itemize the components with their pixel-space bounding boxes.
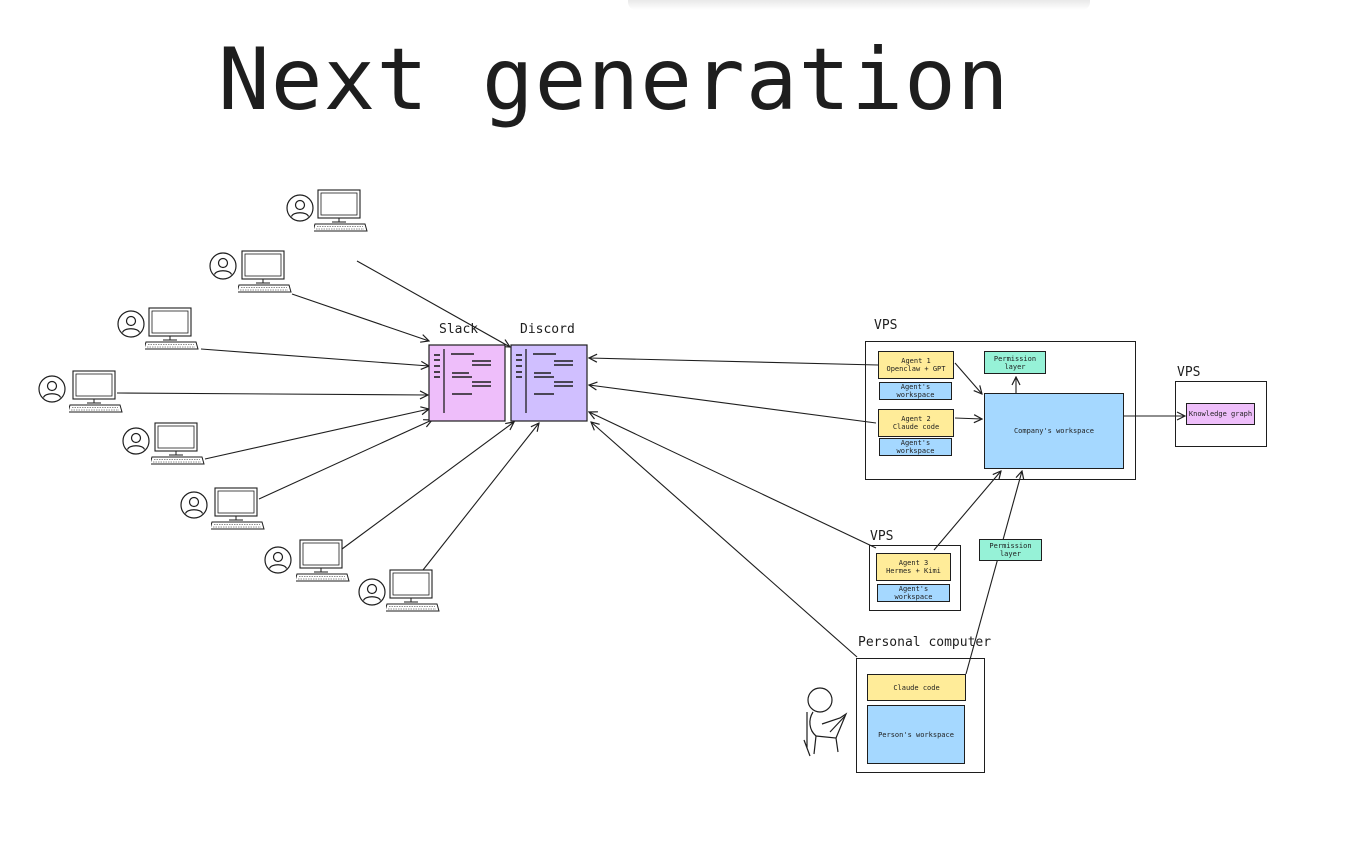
vps-kg-label: VPS (1177, 365, 1201, 380)
arrow (204, 409, 429, 460)
arrow (116, 393, 428, 395)
agent2-box[interactable]: Agent 2 Claude code (878, 409, 954, 437)
agent2-workspace[interactable]: Agent's workspace (879, 438, 952, 456)
computer-icon (211, 487, 265, 530)
arrow (933, 471, 1001, 551)
computer-icon (151, 422, 205, 465)
discord-label: Discord (520, 322, 575, 337)
discord-window[interactable] (510, 344, 588, 422)
permission-layer[interactable]: Permission layer (984, 351, 1046, 374)
computer-icon (386, 569, 440, 612)
arrow (954, 418, 982, 419)
personal-computer-label: Personal computer (858, 635, 992, 650)
company-workspace[interactable]: Company's workspace (984, 393, 1124, 469)
person-workspace[interactable]: Person's workspace (867, 705, 965, 764)
arrow (589, 412, 877, 549)
arrow (589, 358, 879, 366)
agent3-workspace[interactable]: Agent's workspace (877, 584, 950, 602)
arrow (422, 423, 539, 571)
user-icon (122, 427, 150, 455)
knowledge-graph[interactable]: Knowledge graph (1186, 403, 1255, 425)
arrow (341, 422, 514, 550)
user-icon (180, 491, 208, 519)
page-title: Next generation (218, 30, 1010, 130)
vps-agent3-label: VPS (870, 529, 894, 544)
vps-kg-container (1175, 381, 1267, 447)
vps-main-container (865, 341, 1136, 480)
user-icon (286, 194, 314, 222)
computer-icon (296, 539, 350, 582)
agent1-box[interactable]: Agent 1 Openclaw + GPT (878, 351, 954, 379)
top-toolbar-shadow (628, 0, 1090, 10)
computer-icon (238, 250, 292, 293)
claude-code-box[interactable]: Claude code (867, 674, 966, 701)
user-icon (209, 252, 237, 280)
vps-agent3-container (869, 545, 961, 611)
computer-icon (69, 370, 123, 413)
user-icon (38, 375, 66, 403)
arrow (591, 422, 858, 658)
arrow (356, 260, 510, 347)
agent1-workspace[interactable]: Agent's workspace (879, 382, 952, 400)
slack-label: Slack (439, 322, 479, 337)
user-icon (358, 578, 386, 606)
arrow (954, 362, 982, 394)
arrow (200, 348, 429, 366)
agent3-box[interactable]: Agent 3 Hermes + Kimi (876, 553, 951, 581)
person-with-laptop-icon (803, 687, 848, 757)
permission-layer-standalone[interactable]: Permission layer (979, 539, 1042, 561)
arrow (965, 471, 1022, 675)
computer-icon (314, 189, 368, 232)
slack-window[interactable] (428, 344, 506, 422)
arrow (589, 385, 877, 424)
user-icon (117, 310, 145, 338)
user-icon (264, 546, 292, 574)
computer-icon (145, 307, 199, 350)
personal-computer-container (856, 658, 985, 773)
arrow (291, 293, 429, 341)
arrow (258, 420, 432, 500)
vps-main-label: VPS (874, 318, 898, 333)
